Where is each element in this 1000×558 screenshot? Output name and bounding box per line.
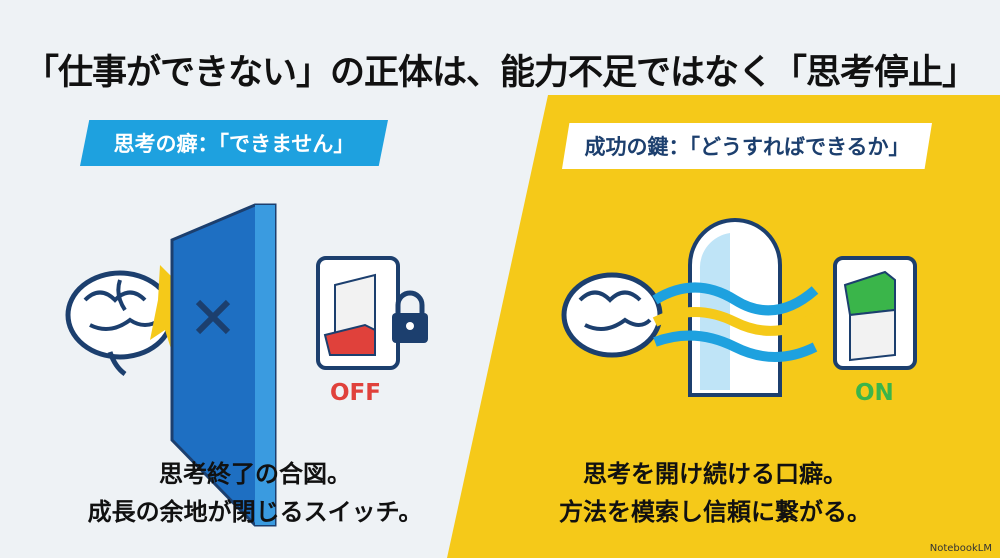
badge-thinking-habit: 思考の癖：「できません」	[80, 120, 388, 166]
badge-success-key: 成功の鍵：「どうすればできるか」	[562, 123, 932, 169]
caption-left: 思考終了の合図。 成長の余地が閉じるスイッチ。	[45, 455, 465, 531]
switch-off-icon	[316, 256, 400, 370]
caption-right-line2: 方法を模索し信頼に繋がる。	[559, 498, 871, 526]
brain-icon-left	[65, 270, 175, 377]
switch-off-label: OFF	[330, 380, 381, 406]
switch-on-label: ON	[855, 380, 894, 406]
wall-icon	[170, 203, 277, 527]
brain-icon-right	[561, 272, 663, 358]
flow-waves-icon	[652, 282, 819, 362]
switch-on-icon	[833, 256, 917, 370]
brand-watermark: NotebookLM	[929, 543, 992, 554]
lock-icon	[392, 290, 428, 343]
page-title: 「仕事ができない」の正体は、能力不足ではなく「思考停止」	[23, 53, 977, 93]
caption-right-line1: 思考を開け続ける口癖。	[583, 460, 847, 488]
caption-left-line1: 思考終了の合図。	[159, 460, 351, 488]
caption-right: 思考を開け続ける口癖。 方法を模索し信頼に繋がる。	[505, 455, 925, 531]
caption-left-line2: 成長の余地が閉じるスイッチ。	[87, 498, 423, 526]
x-mark-icon	[195, 299, 231, 335]
